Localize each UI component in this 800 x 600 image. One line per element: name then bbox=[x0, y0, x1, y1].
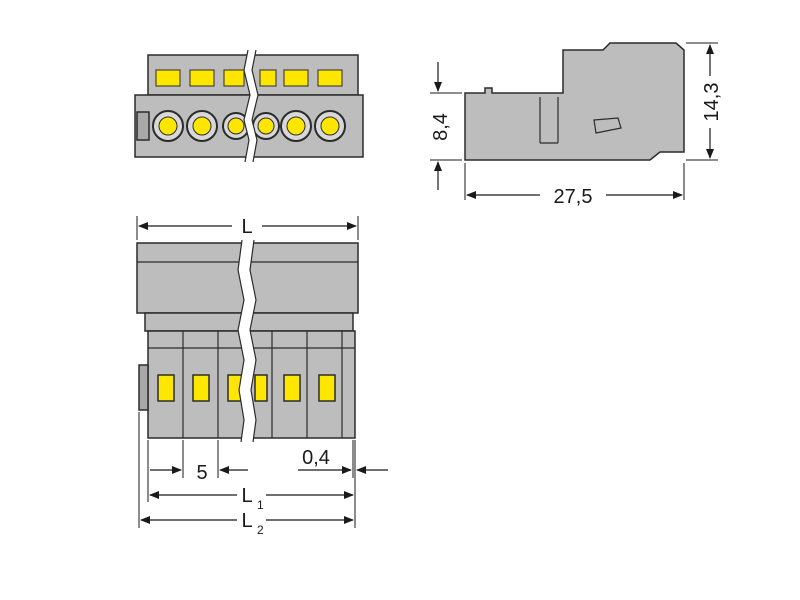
contact-slot bbox=[318, 374, 336, 402]
release-tab bbox=[223, 69, 245, 87]
contact-slot bbox=[157, 374, 175, 402]
pitch-label: 5 bbox=[196, 462, 207, 484]
side-view: 8,4 14,3 27,5 bbox=[430, 42, 723, 208]
side-latch-window bbox=[593, 117, 622, 134]
length1-label: L bbox=[241, 485, 252, 507]
front-break-line-left bbox=[243, 49, 251, 163]
contact bbox=[320, 116, 340, 136]
top-break-line-right bbox=[249, 239, 257, 443]
top-contact-slots bbox=[157, 374, 336, 402]
length2-label: L bbox=[241, 510, 252, 532]
front-release-tabs bbox=[155, 69, 343, 87]
contact bbox=[158, 116, 178, 136]
contact bbox=[227, 117, 245, 135]
release-tab bbox=[155, 69, 181, 87]
release-tab bbox=[283, 69, 309, 87]
offset-label: 0,4 bbox=[302, 447, 330, 469]
top-side-latch bbox=[138, 364, 149, 411]
release-tab bbox=[189, 69, 215, 87]
depth-label: 27,5 bbox=[554, 186, 593, 208]
contact bbox=[192, 116, 212, 136]
top-break-line-left bbox=[237, 239, 245, 443]
front-wire-entries bbox=[152, 110, 346, 142]
contact-slot bbox=[192, 374, 210, 402]
release-tab bbox=[317, 69, 343, 87]
contact bbox=[286, 116, 306, 136]
contact-slot bbox=[254, 374, 268, 402]
front-break-line-right bbox=[251, 49, 259, 163]
contact-slot bbox=[283, 374, 301, 402]
length-label: L bbox=[241, 216, 252, 238]
front-view bbox=[134, 49, 364, 163]
side-body bbox=[464, 42, 685, 161]
release-tab bbox=[259, 69, 277, 87]
length1-subscript: 1 bbox=[257, 498, 264, 512]
top-pole-dividers bbox=[182, 331, 343, 438]
front-left-latch bbox=[136, 111, 150, 141]
height-total-label: 14,3 bbox=[701, 83, 723, 122]
top-view: L bbox=[136, 216, 388, 537]
length2-subscript: 2 bbox=[257, 523, 264, 537]
height-small-label: 8,4 bbox=[430, 113, 452, 141]
contact bbox=[257, 117, 275, 135]
